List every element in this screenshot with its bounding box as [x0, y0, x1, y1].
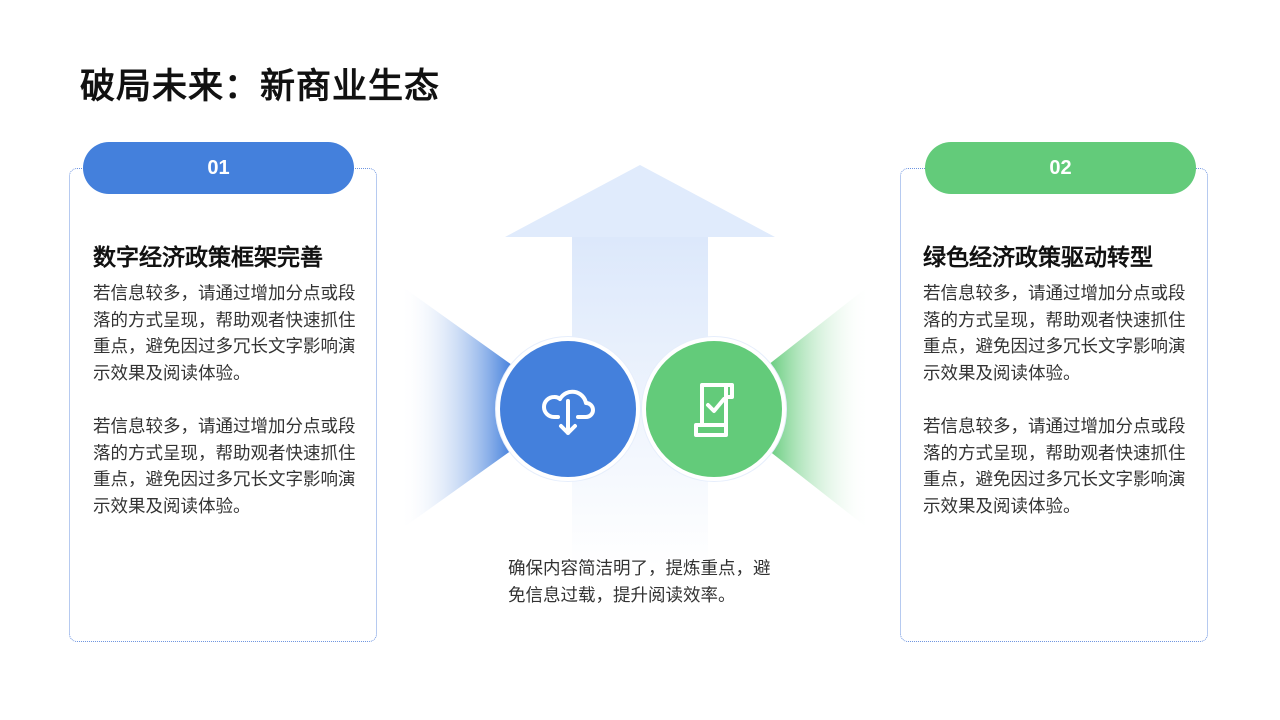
- blue-icon-circle: [496, 337, 640, 481]
- card-01-number-pill: 01: [83, 142, 354, 194]
- card-02-heading: 绿色经济政策驱动转型: [923, 244, 1153, 270]
- card-02-number-pill: 02: [925, 142, 1196, 194]
- cloud-download-icon: [542, 389, 595, 435]
- right-fan: [768, 285, 870, 530]
- center-caption: 确保内容简洁明了，提炼重点，避免信息过载，提升阅读效率。: [508, 558, 771, 605]
- card-02-paragraph-1: 若信息较多，请通过增加分点或段落的方式呈现，帮助观者快速抓住重点，避免因过多冗长…: [923, 283, 1186, 383]
- page-title: 破局未来：新商业生态: [80, 67, 441, 106]
- certificate-scroll-icon: [694, 383, 734, 437]
- left-fan: [400, 285, 512, 530]
- card-01-heading: 数字经济政策框架完善: [93, 244, 323, 270]
- card-01-paragraph-2: 若信息较多，请通过增加分点或段落的方式呈现，帮助观者快速抓住重点，避免因过多冗长…: [93, 416, 356, 516]
- card-01-paragraph-1: 若信息较多，请通过增加分点或段落的方式呈现，帮助观者快速抓住重点，避免因过多冗长…: [93, 283, 356, 383]
- card-02-paragraph-2: 若信息较多，请通过增加分点或段落的方式呈现，帮助观者快速抓住重点，避免因过多冗长…: [923, 416, 1186, 516]
- green-icon-circle: [642, 337, 786, 481]
- arrow-head: [505, 165, 775, 237]
